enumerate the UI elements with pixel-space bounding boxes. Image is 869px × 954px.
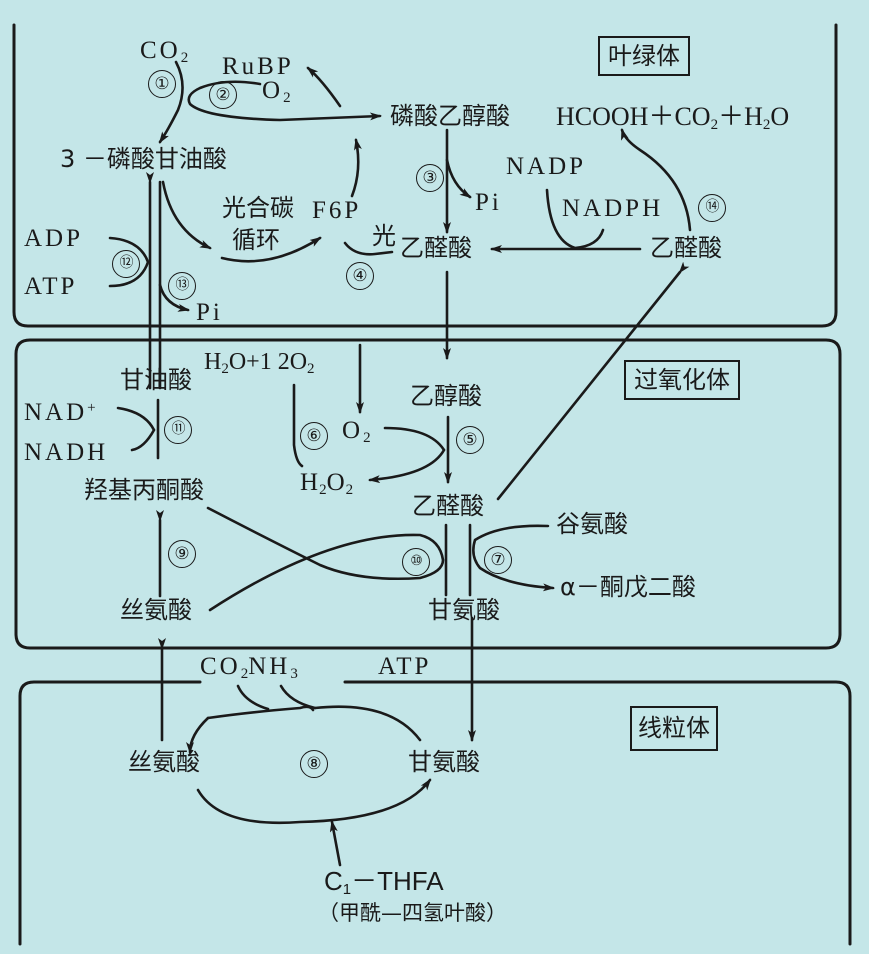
phosphoglycolate: 磷酸乙醇酸	[390, 102, 510, 130]
o2-peroxisome: O2	[342, 417, 371, 446]
peroxisome-label: 过氧化体	[624, 360, 740, 400]
glycine-peroxisome: 甘氨酸	[428, 596, 500, 624]
light: 光	[372, 222, 396, 250]
calvin-cycle-line1: 光合碳	[222, 194, 294, 222]
chloroplast-label: 叶绿体	[598, 36, 690, 76]
glutamate: 谷氨酸	[556, 510, 628, 538]
o2-input: O2	[262, 77, 291, 106]
reaction-number-9: ⑨	[168, 540, 196, 568]
reaction-number-12: ⑫	[112, 250, 140, 278]
reaction-number-11: ⑪	[164, 416, 192, 444]
reaction-number-8: ⑧	[300, 750, 328, 778]
nadp: NADP	[506, 153, 587, 180]
nadph: NADPH	[562, 195, 664, 222]
alpha-ketoglutarate: α－酮戊二酸	[560, 573, 696, 601]
reaction-number-3: ③	[416, 164, 444, 192]
co2-nh3-release: CO2NH3	[200, 653, 298, 682]
pi-reaction-3: Pi	[475, 189, 502, 216]
reaction-number-10: ⑩	[402, 548, 430, 576]
reaction-number-6: ⑥	[300, 422, 328, 450]
pi-reaction-13: Pi	[196, 299, 223, 326]
glycerate: 甘油酸	[120, 366, 192, 394]
calvin-cycle-line2: 循环	[232, 226, 280, 254]
atp: ATP	[24, 273, 78, 300]
reaction-number-2: ②	[209, 81, 237, 109]
reaction-number-5: ⑤	[456, 426, 484, 454]
reaction-number-7: ⑦	[484, 546, 512, 574]
3-phosphoglycerate: 3 －磷酸甘油酸	[60, 145, 227, 173]
nad-plus: NAD+	[24, 399, 99, 426]
c1-thfa-note: （甲酰—四氢叶酸）	[318, 901, 507, 925]
reaction-number-14: ⑭	[698, 194, 726, 222]
formic-acid-products: HCOOH＋CO2＋H2O	[556, 102, 790, 133]
glycine-mitochondrion: 甘氨酸	[408, 748, 480, 776]
reaction-number-1: ①	[148, 70, 176, 98]
reaction-number-13: ⑬	[168, 272, 196, 300]
glyoxylate-chloroplast-right: 乙醛酸	[650, 234, 722, 262]
co2-input: CO2	[140, 37, 189, 66]
peroxisome-border	[14, 338, 842, 650]
hydrogen-peroxide: H2O2	[300, 469, 354, 498]
mitochondrion-label: 线粒体	[630, 706, 718, 751]
adp: ADP	[24, 225, 84, 252]
chloroplast-border	[12, 23, 838, 328]
glycolate: 乙醇酸	[410, 382, 482, 410]
water-half-oxygen: H2O+1 2O2	[204, 349, 315, 377]
serine-mitochondrion: 丝氨酸	[128, 748, 200, 776]
serine-peroxisome: 丝氨酸	[120, 596, 192, 624]
rubp: RuBP	[222, 53, 294, 80]
glyoxylate-chloroplast-left: 乙醛酸	[400, 234, 472, 262]
glyoxylate-peroxisome: 乙醛酸	[412, 492, 484, 520]
atp-transport: ATP	[378, 653, 432, 680]
c1-thfa: C1－THFA	[324, 866, 444, 898]
mitochondrion-border	[18, 680, 852, 946]
hydroxypyruvate: 羟基丙酮酸	[84, 476, 204, 504]
reaction-number-4: ④	[346, 262, 374, 290]
nadh: NADH	[24, 439, 109, 466]
f6p: F6P	[312, 197, 362, 224]
